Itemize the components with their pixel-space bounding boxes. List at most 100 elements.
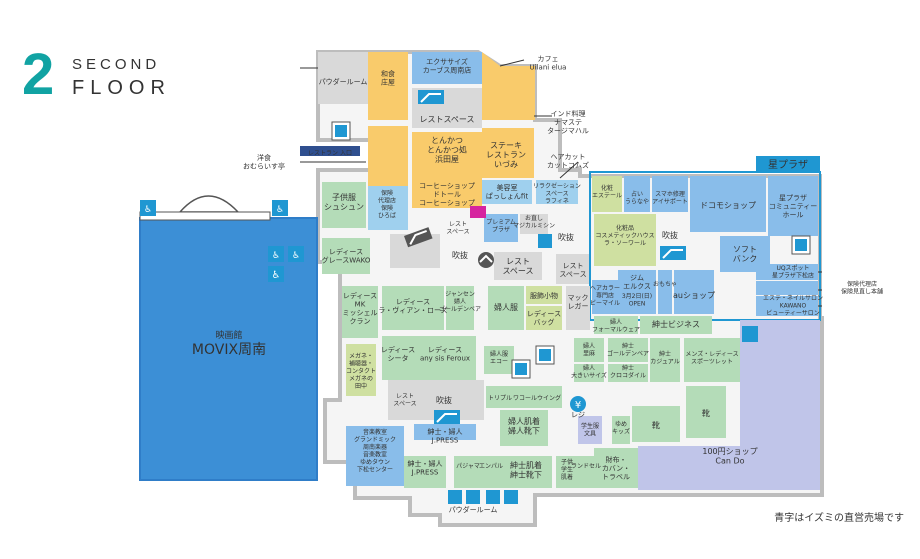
shop-trading[interactable]	[658, 270, 672, 314]
shop-jpress2[interactable]	[414, 424, 476, 440]
shop-fujin-hadagi[interactable]	[500, 410, 548, 446]
uranai-label: 占いうらなや	[625, 190, 649, 206]
shop-fujin-ecoo[interactable]	[484, 346, 514, 374]
shop-mk[interactable]	[342, 286, 378, 338]
shop-shinshi-business[interactable]	[640, 316, 712, 334]
shop-hoken[interactable]	[368, 186, 408, 230]
movix-area[interactable]	[139, 217, 318, 481]
shop-gakusei[interactable]	[578, 416, 602, 444]
shop-premium[interactable]	[484, 214, 518, 242]
shop-cosmetic-small[interactable]	[592, 176, 622, 212]
shop-jpress[interactable]	[404, 456, 446, 488]
accessible-icon	[486, 490, 500, 504]
omuraisu-label: 洋食おむらいす亭	[243, 153, 285, 171]
shop-ladies-bag[interactable]	[526, 306, 562, 330]
shop-shinshi-casual[interactable]	[650, 338, 680, 382]
gym-open-label: 3月2日(日)OPEN	[622, 293, 652, 308]
shop-fujin-rima[interactable]	[574, 338, 604, 362]
shop-shinshi-hadagi[interactable]	[500, 456, 552, 488]
ladies-grace-label: レディースグレースWAKO	[322, 247, 371, 265]
accessible-icon	[504, 490, 518, 504]
shinshi-croco-label: 紳士クロコダイル	[610, 364, 646, 380]
shop-megane[interactable]	[346, 344, 376, 396]
restroom-icon: ♿	[140, 200, 156, 216]
kodomofuku-label: 子供服シュシュン	[324, 192, 364, 212]
shop-seeta[interactable]	[382, 336, 414, 380]
shop-kawano[interactable]	[756, 296, 818, 316]
gym-label: ジムエルクス	[623, 274, 651, 291]
premium-plaza-label: プレミアムプラザ	[486, 219, 516, 234]
shop-sports[interactable]	[684, 338, 740, 382]
shop-fujin-ookii[interactable]	[574, 364, 604, 382]
shop-shinshi-golf[interactable]	[608, 338, 648, 362]
shop-can-do[interactable]	[638, 320, 820, 490]
shop-wacoal[interactable]	[514, 386, 536, 408]
shop-saifu[interactable]	[594, 448, 638, 488]
shop-randsel[interactable]	[578, 456, 594, 488]
shop-enparu[interactable]	[482, 456, 500, 488]
shop-haircolor[interactable]	[592, 280, 618, 314]
shop-uilani-area[interactable]	[482, 52, 535, 120]
relax-label: リラクゼーションスペースラフィネ	[533, 182, 581, 205]
floor-name-line2: FLOOR	[72, 77, 171, 99]
megane-label: メガネ・補聴器・コンタクトメガネの田中	[346, 352, 376, 390]
yume-label: ゆめキッズ	[612, 421, 630, 436]
soft-bank-label: ソフトバンク	[733, 245, 757, 264]
shop-yume[interactable]	[612, 416, 630, 444]
rest-space-wrap-label: レストスペース	[393, 393, 416, 408]
au-label: auショップ	[673, 291, 715, 300]
shop-kutsu[interactable]	[632, 406, 680, 442]
shop-fujin-fuku[interactable]	[488, 286, 524, 330]
shop-mack[interactable]	[566, 286, 590, 330]
shop-hoshi-community[interactable]	[768, 176, 818, 236]
shop-grace[interactable]	[322, 238, 370, 274]
shop-anysis[interactable]	[414, 336, 476, 380]
cutcomz-label: ヘアカットカットコムズ	[547, 153, 589, 170]
shop-au[interactable]	[674, 270, 714, 314]
shop-biyoushitsu[interactable]	[482, 180, 532, 204]
shop-jansen[interactable]	[446, 286, 474, 330]
pajama-label: パジャマ	[456, 463, 480, 470]
powder-room-label: パウダールーム	[449, 505, 498, 514]
shop-triple[interactable]	[486, 386, 514, 408]
fujin-formal-label: 婦人フォーマルウェア	[592, 318, 640, 334]
shop-uranai[interactable]	[624, 176, 650, 212]
svg-text:♿: ♿	[144, 205, 152, 215]
shop-gym[interactable]	[618, 270, 656, 314]
shop-ongaku[interactable]	[346, 426, 404, 486]
shop-hoken-minaoshi[interactable]	[756, 281, 818, 295]
shop-shinshi-croco[interactable]	[608, 364, 648, 382]
shop-restaurant-col[interactable]	[368, 126, 408, 186]
fukinuke-label: 吹抜	[452, 250, 468, 260]
elevator-icon	[331, 121, 351, 141]
shop-karpas[interactable]	[412, 52, 482, 84]
shop-relax[interactable]	[536, 180, 578, 204]
shop-cosmetic-house[interactable]	[594, 214, 656, 266]
rest-space-wrap-label: レストスペース	[559, 262, 586, 279]
randsel-label: ランドセル	[571, 463, 601, 470]
shop-fujin-komono[interactable]	[526, 286, 562, 304]
steak-label: ステーキレストランいづみ	[486, 141, 526, 169]
shop-viaroze[interactable]	[382, 286, 444, 330]
smart-repair-label: スマホ修理アイサポート	[652, 190, 688, 206]
shop-tonkatsu[interactable]	[412, 132, 482, 178]
biyoushitsu-label: 美容室ぱっしょんfit	[486, 183, 528, 201]
shop-kodomofuku[interactable]	[322, 182, 366, 228]
elevator-icon	[511, 359, 531, 379]
shop-kodomo-hadagi[interactable]	[556, 456, 578, 488]
shop-doutor[interactable]	[412, 178, 482, 208]
shop-washoku[interactable]	[368, 52, 408, 120]
shop-wing[interactable]	[536, 386, 562, 408]
shop-docomo[interactable]	[690, 176, 766, 232]
shop-smart-repair[interactable]	[652, 176, 688, 212]
shop-kutsu2[interactable]	[686, 386, 726, 438]
shop-otameshi[interactable]	[520, 214, 548, 234]
shop-uq[interactable]	[756, 264, 818, 280]
ladies-bag-label: レディースバッグ	[527, 309, 561, 327]
shop-steak[interactable]	[482, 128, 534, 178]
shop-fujin-formal[interactable]	[594, 316, 638, 334]
wacoal-label: ワコール	[513, 395, 537, 402]
shop-pajama[interactable]	[454, 456, 482, 488]
